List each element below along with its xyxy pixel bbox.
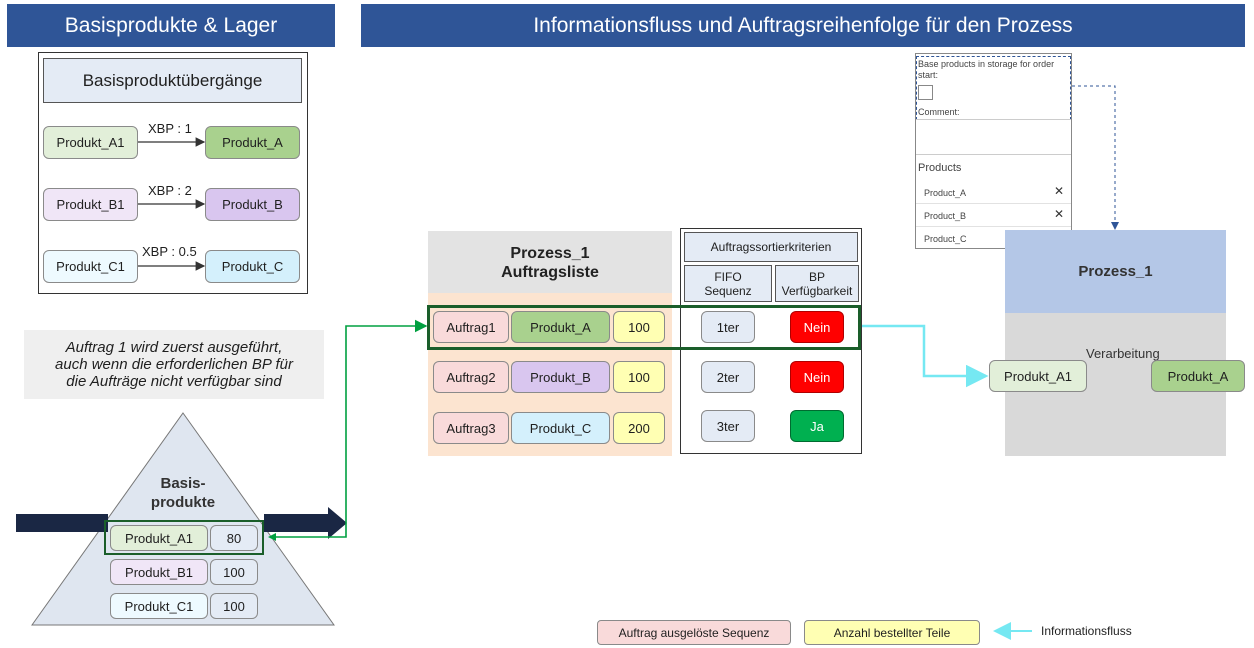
product-item-b-label: Product_B	[924, 211, 967, 221]
stock-name-a1: Produkt_A1	[110, 525, 208, 551]
stock-name-c1: Produkt_C1	[110, 593, 208, 619]
criteria-col-fifo-line-2: Sequenz	[704, 284, 752, 298]
selection-connector-tail	[268, 533, 276, 541]
comment-label: Comment:	[918, 107, 960, 117]
pyramid-title-line-1: Basis-	[160, 475, 206, 492]
note-line-1: Auftrag 1 wird zuerst ausgeführt,	[65, 339, 283, 356]
order-product-1: Produkt_A	[511, 311, 610, 343]
transition-to-a: Produkt_A	[205, 126, 300, 159]
criteria-col-bp: BP Verfügbarkeit	[775, 265, 859, 302]
legend-flow-label: Informationsfluss	[1041, 624, 1132, 638]
selection-connector	[270, 319, 428, 538]
order-id-2: Auftrag2	[433, 361, 509, 393]
orderlist-title-line-1: Prozess_1	[510, 245, 590, 262]
transition-to-c: Produkt_C	[205, 250, 300, 283]
remove-a-icon[interactable]: ✕	[1054, 184, 1065, 198]
order-form	[915, 53, 1072, 249]
ratio-c: XBP : 0.5	[142, 244, 197, 259]
storage-checkbox[interactable]	[918, 85, 933, 100]
product-item-a	[916, 181, 1071, 204]
pyramid-selection-frame	[104, 520, 264, 555]
stock-qty-a1: 80	[210, 525, 258, 551]
process-title: Prozess_1	[1005, 230, 1226, 313]
transition-from-c1: Produkt_C1	[43, 250, 138, 283]
order-id-1: Auftrag1	[433, 311, 509, 343]
right-header: Informationsfluss und Auftragsreihenfolg…	[361, 4, 1245, 47]
process-output: Produkt_A	[1151, 360, 1245, 392]
product-item-a-label: Product_A	[924, 188, 967, 198]
criteria-avail-3: Ja	[790, 410, 844, 442]
flow-bar-head	[328, 507, 347, 539]
criteria-seq-1: 1ter	[701, 311, 755, 343]
product-item-b	[916, 204, 1071, 227]
stock-name-b1: Produkt_B1	[110, 559, 208, 585]
note-box: Auftrag 1 wird zuerst ausgeführt, auch w…	[24, 330, 324, 399]
transitions-panel	[38, 52, 308, 294]
note-line-2: auch wenn die erforderlichen BP für	[55, 356, 293, 373]
comment-input[interactable]	[916, 119, 1071, 155]
pyramid-title-line-2: produkte	[150, 494, 216, 511]
transitions-title: Basisproduktübergänge	[43, 58, 302, 103]
criteria-col-bp-line-1: BP	[808, 270, 825, 284]
legend-rose: Auftrag ausgelöste Sequenz	[597, 620, 791, 645]
legend-yellow: Anzahl bestellter Teile	[804, 620, 980, 645]
stock-qty-b1: 100	[210, 559, 258, 585]
transition-to-b: Produkt_B	[205, 188, 300, 221]
order-qty-1: 100	[613, 311, 665, 343]
flow-bar-right	[264, 514, 330, 532]
order-id-3: Auftrag3	[433, 412, 509, 444]
order-product-3: Produkt_C	[511, 412, 610, 444]
product-item-c-label: Product_C	[924, 234, 967, 244]
info-flow-connector	[860, 324, 989, 388]
order-qty-2: 100	[613, 361, 665, 393]
order-product-2: Produkt_B	[511, 361, 610, 393]
process-step-label: Verarbeitung	[1086, 346, 1160, 361]
order-1-selection-frame	[427, 305, 861, 350]
left-header: Basisprodukte & Lager	[7, 4, 335, 47]
flow-bar-left	[16, 514, 108, 532]
transition-from-b1: Produkt_B1	[43, 188, 138, 221]
ratio-b: XBP : 2	[148, 183, 192, 198]
criteria-col-fifo: FIFO Sequenz	[684, 265, 772, 302]
remove-b-icon[interactable]: ✕	[1054, 207, 1065, 221]
criteria-seq-2: 2ter	[701, 361, 755, 393]
products-label: Products	[918, 162, 962, 174]
form-connector	[1072, 85, 1119, 230]
transition-from-a1: Produkt_A1	[43, 126, 138, 159]
ratio-a: XBP : 1	[148, 121, 192, 136]
orderlist-title-line-2: Auftragsliste	[501, 264, 599, 281]
orderlist-header: Prozess_1 Auftragsliste	[428, 231, 672, 293]
criteria-col-fifo-line-1: FIFO	[714, 270, 742, 284]
criteria-col-bp-line-2: Verfügbarkeit	[781, 284, 853, 298]
order-qty-3: 200	[613, 412, 665, 444]
criteria-avail-2: Nein	[790, 361, 844, 393]
storage-label: Base products in storage for order start…	[918, 59, 1055, 80]
pyramid-title: Basis- produkte	[140, 474, 226, 512]
stock-qty-c1: 100	[210, 593, 258, 619]
criteria-title: Auftragssortierkriterien	[684, 232, 858, 262]
note-line-3: die Aufträge nicht verfügbar sind	[66, 373, 282, 390]
process-input: Produkt_A1	[989, 360, 1087, 392]
criteria-avail-1: Nein	[790, 311, 844, 343]
criteria-seq-3: 3ter	[701, 410, 755, 442]
